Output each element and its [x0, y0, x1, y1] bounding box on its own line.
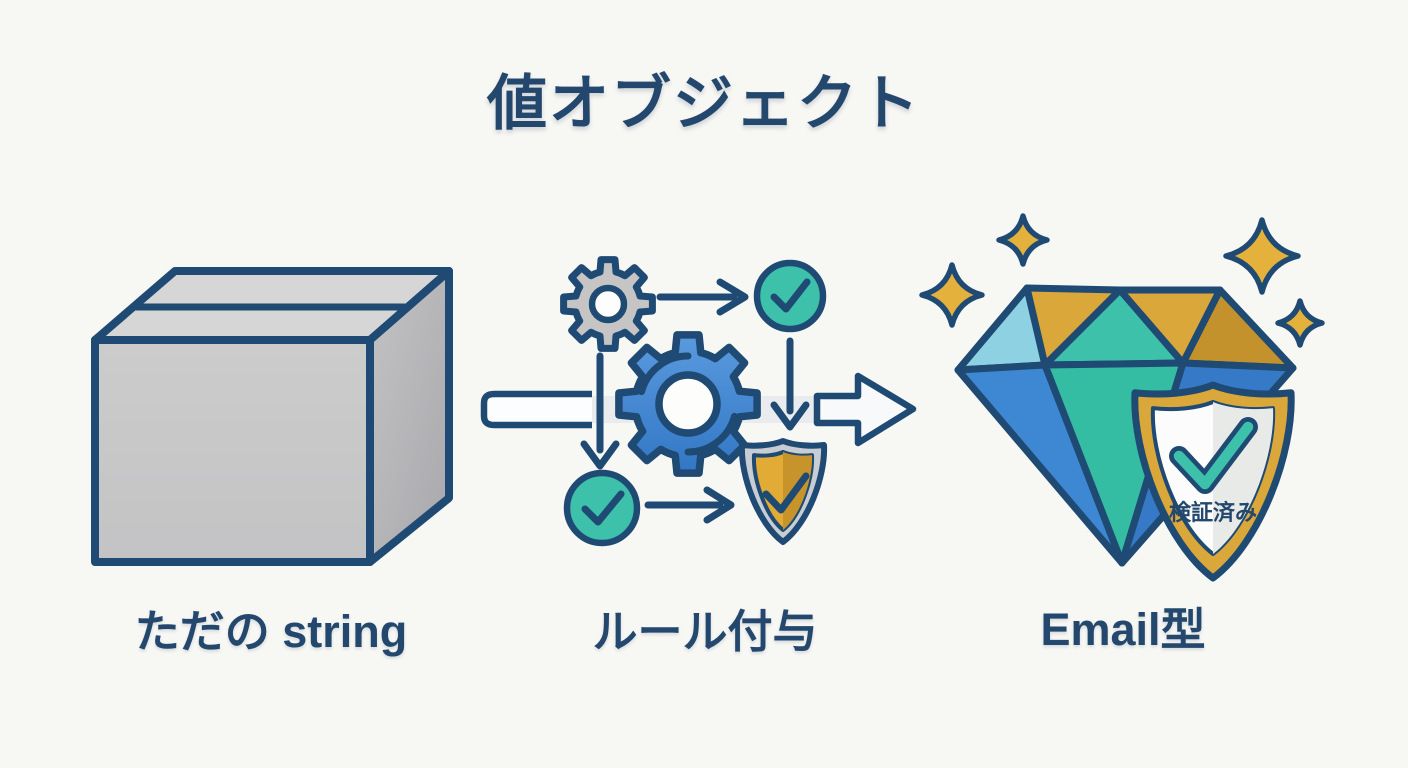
right-arrow-icon: [656, 278, 749, 316]
right-arrow-icon: [644, 486, 735, 524]
blue-gear-icon: [615, 331, 761, 477]
down-arrow-icon: [770, 337, 810, 431]
check-circle-top-icon: [753, 259, 827, 333]
sparkle-icon: [919, 262, 985, 328]
shield-check-icon: [738, 438, 828, 545]
label-email-type: Email型: [1040, 604, 1206, 655]
sparkle-icon: [1275, 298, 1325, 348]
label-plain-string: ただの string: [134, 606, 408, 657]
sparkle-icon: [996, 213, 1050, 267]
gray-gear-icon: [560, 256, 656, 352]
label-rule-application: ルール付与: [592, 606, 818, 657]
box-icon: [91, 267, 453, 566]
verified-shield-badge: 検証済み: [1131, 381, 1295, 582]
sparkle-icons: [919, 213, 1325, 348]
sparkle-icon: [1223, 217, 1301, 295]
check-circle-bottom-icon: [563, 469, 641, 547]
diagram-title: 値オブジェクト: [487, 70, 921, 137]
rules-process-icons: [560, 256, 828, 547]
verified-badge-text: 検証済み: [1169, 500, 1257, 525]
down-arrow-icon: [580, 352, 620, 470]
